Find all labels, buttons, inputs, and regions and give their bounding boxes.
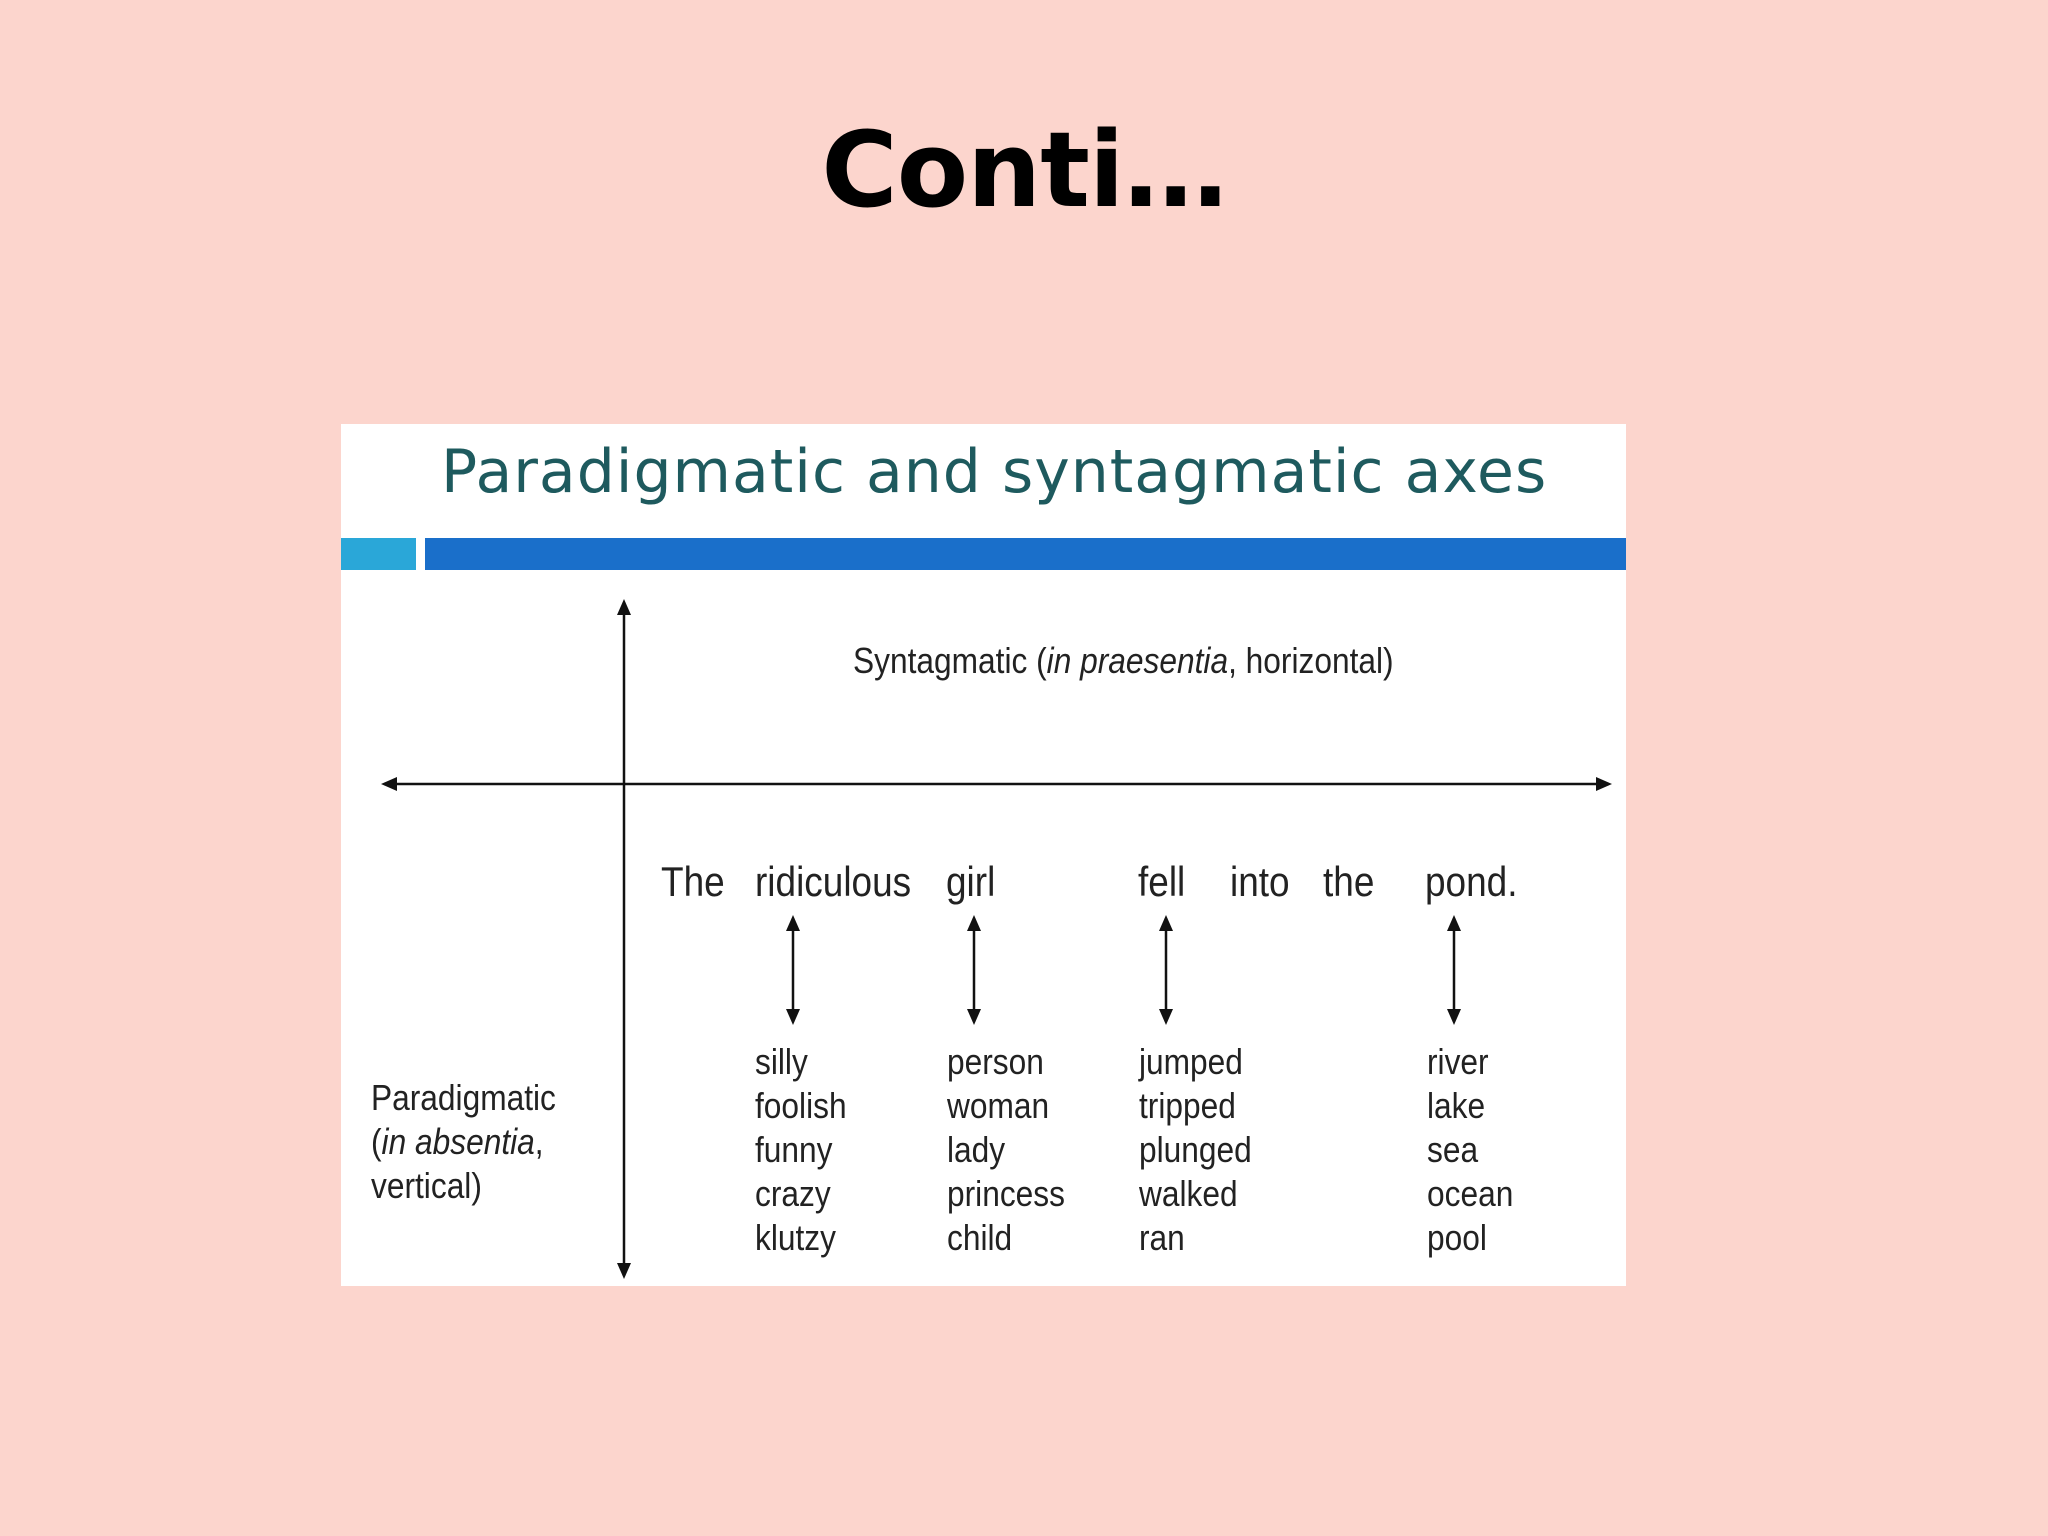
list-item: lady xyxy=(947,1129,1006,1170)
list-item: funny xyxy=(755,1129,833,1170)
substitution-list-girl: person woman lady princess child xyxy=(947,1040,1065,1260)
sentence-word-the-1: The xyxy=(661,858,725,905)
list-item: walked xyxy=(1139,1173,1238,1214)
list-item: lake xyxy=(1427,1085,1486,1126)
list-item: sea xyxy=(1427,1129,1479,1170)
list-item: plunged xyxy=(1139,1129,1252,1170)
substitution-list-fell: jumped tripped plunged walked ran xyxy=(1139,1040,1252,1260)
substitution-list-ridiculous: silly foolish funny crazy klutzy xyxy=(755,1040,847,1260)
figure-title: Paradigmatic and syntagmatic axes xyxy=(441,437,1548,507)
sentence-word-the-2: the xyxy=(1323,858,1375,905)
list-item: pool xyxy=(1427,1217,1487,1258)
list-item: klutzy xyxy=(755,1217,836,1258)
list-item: silly xyxy=(755,1041,808,1082)
sentence-word-pond: pond. xyxy=(1425,858,1518,905)
list-item: jumped xyxy=(1139,1041,1243,1082)
sentence-word-into: into xyxy=(1230,858,1290,905)
list-item: person xyxy=(947,1041,1044,1082)
accent-bar-main xyxy=(425,538,1626,570)
list-item: tripped xyxy=(1139,1085,1236,1126)
list-item: ran xyxy=(1139,1217,1185,1258)
axes-svg xyxy=(381,599,1612,1279)
paradigmatic-label: Paradigmatic (in absentia, vertical) xyxy=(371,1077,556,1206)
list-item: ocean xyxy=(1427,1173,1514,1214)
sentence-word-girl: girl xyxy=(946,858,996,905)
list-item: crazy xyxy=(755,1173,831,1214)
axes-figure: Paradigmatic and syntagmatic axes Syntag… xyxy=(341,424,1626,1286)
list-item: woman xyxy=(947,1085,1050,1126)
list-item: child xyxy=(947,1217,1013,1258)
sentence-word-ridiculous: ridiculous xyxy=(755,858,912,905)
substitution-list-pond: river lake sea ocean pool xyxy=(1427,1040,1513,1260)
sentence-word-fell: fell xyxy=(1138,858,1186,905)
accent-bar-small xyxy=(341,538,416,570)
slide-title: Conti… xyxy=(821,109,1227,231)
list-item: river xyxy=(1427,1041,1489,1082)
syntagmatic-label: Syntagmatic (in praesentia, horizontal) xyxy=(853,640,1394,681)
list-item: princess xyxy=(947,1173,1065,1214)
list-item: foolish xyxy=(755,1085,847,1126)
